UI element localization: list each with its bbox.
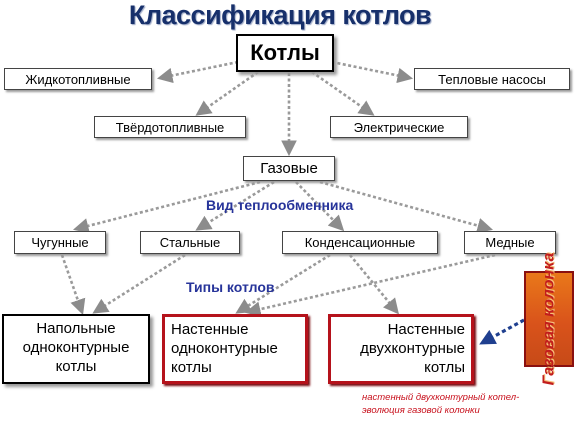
arrow-column-walldouble [479, 318, 525, 345]
heat-pumps-box: Тепловые насосы [414, 68, 570, 90]
electric-box: Электрические [330, 116, 468, 138]
floor-single-circuit-box: Напольные одноконтурные котлы [2, 314, 150, 384]
gas-column-label: Газовая колонка [540, 252, 557, 386]
arrow-gas-copper [319, 180, 494, 234]
gas-box: Газовые [243, 156, 335, 181]
arrow-castiron-floor [60, 254, 86, 315]
steel-box: Стальные [140, 231, 240, 254]
cast-iron-box: Чугунные [14, 231, 106, 254]
copper-box: Медные [464, 231, 556, 254]
arrow-condensing-walldouble [348, 254, 399, 315]
wall-single-circuit-box: Настенные одноконтурные котлы [162, 314, 308, 384]
arrow-steel-floor [92, 253, 186, 314]
arrow-gas-castiron [72, 180, 261, 234]
heat-exchanger-label: Вид теплообменника [206, 197, 354, 213]
arrow-root-electric [311, 70, 375, 116]
arrow-root-heatpumps [331, 60, 414, 84]
arrow-gas-steel [195, 180, 275, 231]
evolution-note: настенный двухконтурный котел- эволюция … [362, 392, 520, 416]
arrow-root-liquid [156, 60, 239, 84]
gas-column-badge: Газовая колонка [524, 253, 574, 385]
liquid-fuel-box: Жидкотопливные [4, 68, 152, 90]
diagram-title: Классификация котлов [128, 0, 432, 30]
boilers-root-box: Котлы [236, 34, 334, 72]
boiler-types-label: Типы котлов [186, 279, 275, 295]
arrow-copper-wallsingle [244, 253, 496, 317]
condensing-box: Конденсационные [282, 231, 438, 254]
arrow-root-solid [195, 70, 259, 116]
solid-fuel-box: Твёрдотопливные [94, 116, 246, 138]
wall-double-circuit-box: Настенные двухконтурные котлы [328, 314, 474, 384]
